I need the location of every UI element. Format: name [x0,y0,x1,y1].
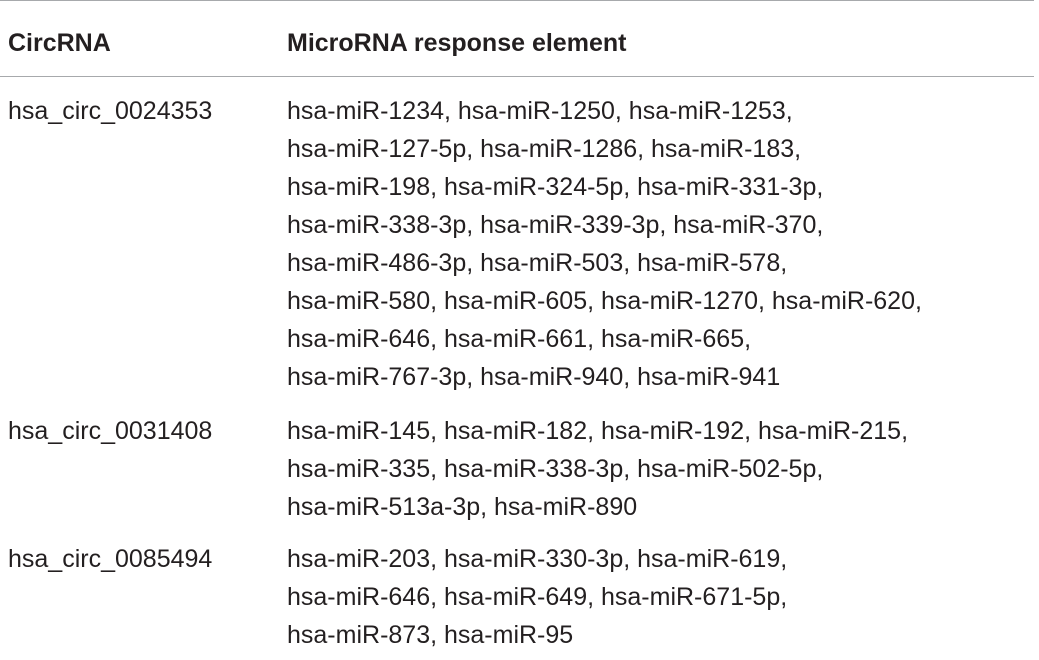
mre-list: hsa-miR-1234, hsa-miR-1250, hsa-miR-1253… [287,92,1034,396]
mre-line: hsa-miR-127-5p, hsa-miR-1286, hsa-miR-18… [287,135,802,163]
circrna-name: hsa_circ_0085494 [8,545,213,573]
mre-line: hsa-miR-646, hsa-miR-649, hsa-miR-671-5p… [287,583,788,611]
mre-line: hsa-miR-145, hsa-miR-182, hsa-miR-192, h… [287,417,909,445]
table-row: hsa_circ_0031408 hsa-miR-145, hsa-miR-18… [0,412,1034,540]
table-row: hsa_circ_0024353 hsa-miR-1234, hsa-miR-1… [0,92,1034,412]
mre-line: hsa-miR-873, hsa-miR-95 [287,621,574,649]
mre-line: hsa-miR-335, hsa-miR-338-3p, hsa-miR-502… [287,455,824,483]
mre-line: hsa-miR-203, hsa-miR-330-3p, hsa-miR-619… [287,545,788,573]
mre-line: hsa-miR-198, hsa-miR-324-5p, hsa-miR-331… [287,173,824,201]
table-header: CircRNA MicroRNA response element [0,1,1034,76]
circrna-name: hsa_circ_0024353 [8,97,213,125]
mre-line: hsa-miR-486-3p, hsa-miR-503, hsa-miR-578… [287,249,788,277]
mre-line: hsa-miR-767-3p, hsa-miR-940, hsa-miR-941 [287,363,781,391]
table-body: hsa_circ_0024353 hsa-miR-1234, hsa-miR-1… [0,92,1034,660]
header-circrna: CircRNA [8,29,111,57]
mre-list: hsa-miR-145, hsa-miR-182, hsa-miR-192, h… [287,412,1034,526]
circrna-name: hsa_circ_0031408 [8,417,213,445]
mre-line: hsa-miR-513a-3p, hsa-miR-890 [287,493,638,521]
table-row: hsa_circ_0085494 hsa-miR-203, hsa-miR-33… [0,540,1034,660]
header-mre: MicroRNA response element [287,29,627,57]
mre-line: hsa-miR-338-3p, hsa-miR-339-3p, hsa-miR-… [287,211,824,239]
mre-line: hsa-miR-646, hsa-miR-661, hsa-miR-665, [287,325,752,353]
mre-line: hsa-miR-1234, hsa-miR-1250, hsa-miR-1253… [287,97,793,125]
mre-list: hsa-miR-203, hsa-miR-330-3p, hsa-miR-619… [287,540,1034,654]
mre-line: hsa-miR-580, hsa-miR-605, hsa-miR-1270, … [287,287,922,315]
table-header-rule [0,76,1034,77]
table-top-rule [0,0,1034,1]
